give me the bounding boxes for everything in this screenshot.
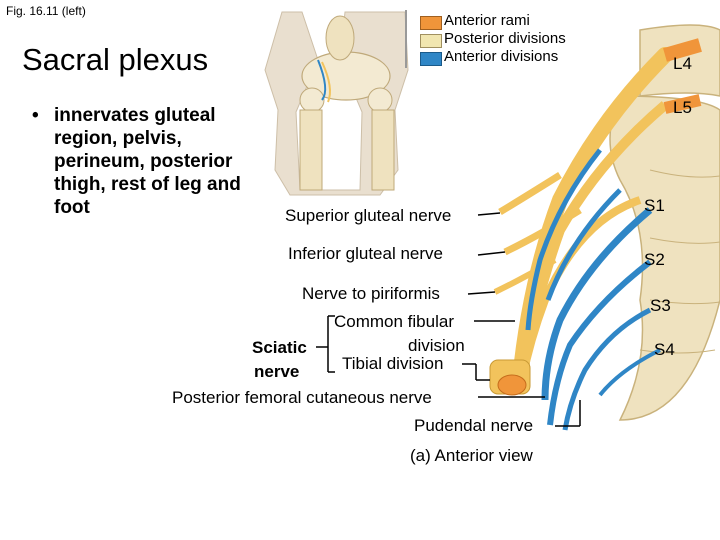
label-sciatic-nerve: nerve (254, 362, 300, 381)
bullet-line: perineum, posterior (54, 151, 233, 172)
bullet-line: innervates gluteal (54, 105, 216, 126)
figure-caption: Fig. 16.11 (left) (6, 4, 86, 18)
segment-label-s1: S1 (644, 196, 665, 215)
leader-lines (316, 212, 581, 427)
label-posterior-femoral-cutaneous-nerve: Posterior femoral cutaneous nerve (172, 388, 432, 407)
label-common-fibular-division: division (408, 336, 465, 355)
sacrum-bone (609, 24, 720, 421)
segment-label-l4: L4 (673, 54, 692, 73)
segment-label-s2: S2 (644, 250, 665, 269)
bullet-line: thigh, rest of leg and (54, 174, 241, 195)
bullet-line: region, pelvis, (54, 128, 182, 149)
label-tibial-division: Tibial division (342, 354, 444, 373)
label-common-fibular: Common fibular (334, 312, 454, 331)
segment-label-s4: S4 (654, 340, 675, 359)
legend-label: Anterior divisions (444, 48, 559, 65)
legend-swatch-anterior-rami (420, 16, 442, 30)
body-thumbnail (264, 10, 409, 196)
anterior-division-nerves (525, 148, 661, 431)
segment-label-l5: L5 (673, 98, 692, 117)
segment-label-s3: S3 (650, 296, 671, 315)
bullet-marker: • (32, 105, 39, 126)
label-inferior-gluteal-nerve: Inferior gluteal nerve (288, 244, 443, 263)
label-sciatic: Sciatic (252, 338, 307, 357)
label-nerve-to-piriformis: Nerve to piriformis (302, 284, 440, 303)
label-superior-gluteal-nerve: Superior gluteal nerve (285, 206, 452, 225)
legend-label: Anterior rami (444, 12, 530, 29)
nerve-trunk (489, 38, 702, 396)
slide-title: Sacral plexus (22, 42, 209, 77)
legend-swatch-anterior-divisions (420, 52, 442, 66)
legend-label: Posterior divisions (444, 30, 566, 47)
legend-swatch-posterior-divisions (420, 34, 442, 48)
bullet-line: foot (54, 197, 90, 218)
label-pudendal-nerve: Pudendal nerve (414, 416, 534, 435)
label-view: (a) Anterior view (410, 446, 533, 465)
